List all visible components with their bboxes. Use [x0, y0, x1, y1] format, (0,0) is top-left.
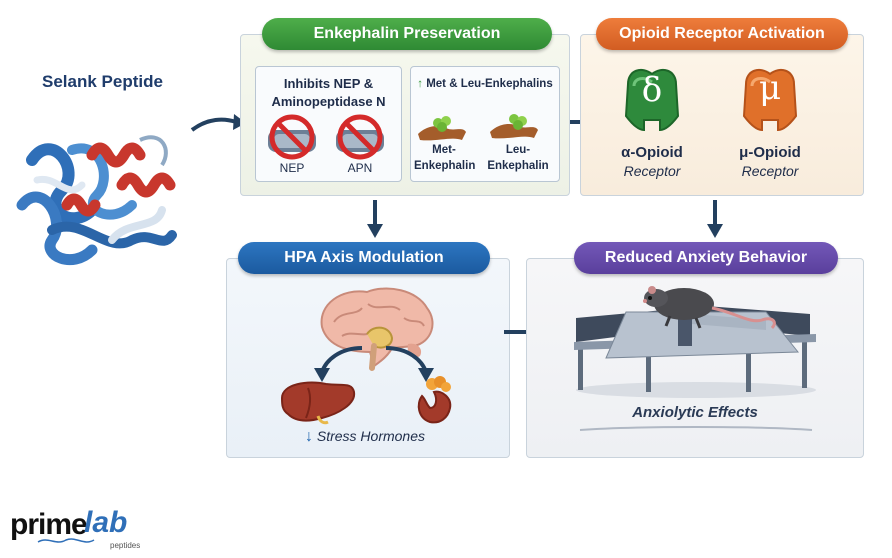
logo-wave-icon	[37, 538, 95, 543]
anxiolytic-effects-label: Anxiolytic Effects	[632, 404, 758, 421]
anxiety-header: Reduced Anxiety Behavior	[574, 242, 838, 274]
liver-icon	[280, 381, 356, 425]
leu-enkephalin-icon	[490, 114, 538, 139]
stress-hormones-row: ↓ Stress Hormones	[280, 428, 450, 446]
arrow-opioid-to-anxiety	[707, 200, 723, 238]
delta-symbol: δ	[641, 70, 663, 110]
enkephalin-header: Enkephalin Preservation	[262, 18, 552, 50]
primelab-logo: prime lab peptides	[10, 506, 160, 554]
delta-receptor-line2: Receptor	[623, 163, 681, 179]
inhibits-line1: Inhibits NEP &	[283, 76, 374, 91]
apn-inhibited-icon	[336, 114, 384, 160]
arrow-enkephalin-to-hpa	[367, 200, 383, 238]
curved-arrows-icon	[314, 346, 434, 382]
protein-structure-image	[16, 135, 177, 266]
elevated-plus-maze-image	[574, 286, 816, 398]
up-arrow-icon: ↑	[417, 78, 423, 90]
apn-label: APN	[347, 161, 373, 175]
met-enkephalin-line1: Met-	[432, 144, 456, 156]
nep-inhibited-icon	[268, 114, 316, 160]
arrow-selank-to-enkephalin	[190, 114, 246, 132]
delta-receptor-icon	[624, 68, 680, 132]
met-enkephalin-icon	[418, 116, 466, 141]
met-enkephalin-line2: Enkephalin	[414, 160, 476, 172]
inhibits-line2: Aminopeptidase N	[271, 94, 386, 109]
mu-symbol: μ	[758, 68, 782, 108]
selank-title: Selank Peptide	[42, 72, 163, 91]
stress-hormones-label: Stress Hormones	[316, 428, 426, 444]
mu-receptor-line2: Receptor	[741, 163, 799, 179]
logo-peptides: peptides	[110, 541, 141, 550]
nep-label: NEP	[279, 161, 305, 175]
brain-icon	[320, 287, 434, 371]
logo-lab: lab	[84, 506, 128, 539]
opioid-header: Opioid Receptor Activation	[596, 18, 848, 50]
met-leu-heading: ↑ Met & Leu-Enkephalins	[410, 78, 560, 90]
swoosh-underline	[579, 426, 813, 431]
logo-prime: prime	[10, 508, 88, 541]
hpa-header: HPA Axis Modulation	[238, 242, 490, 274]
leu-enkephalin-line1: Leu-	[505, 144, 531, 156]
adrenal-kidney-icon	[417, 376, 452, 424]
down-arrow-icon: ↓	[304, 428, 313, 445]
met-leu-label: Met & Leu-Enkephalins	[426, 78, 553, 90]
mu-receptor-line1: μ-Opioid	[739, 144, 801, 161]
leu-enkephalin-line2: Enkephalin	[487, 160, 549, 172]
delta-receptor-line1: α-Opioid	[621, 144, 683, 161]
mu-receptor-icon	[742, 68, 798, 132]
